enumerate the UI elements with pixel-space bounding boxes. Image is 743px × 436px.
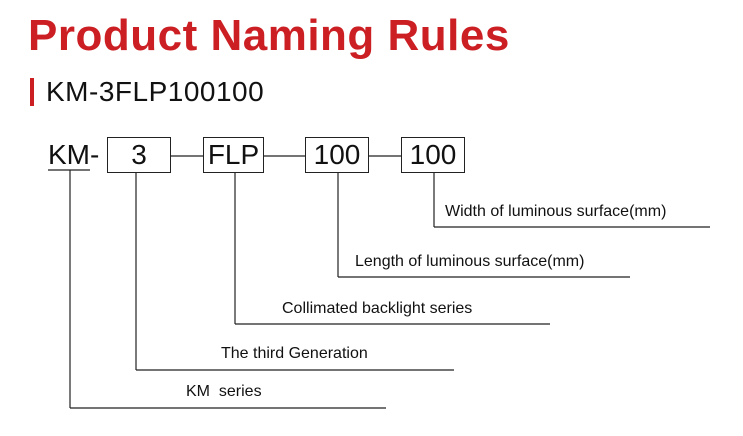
page-title: Product Naming Rules (28, 11, 510, 60)
code-segment-length: 100 (305, 137, 369, 173)
code-segment-series: FLP (203, 137, 264, 173)
label-generation: The third Generation (221, 345, 368, 362)
subtitle-accent-bar (30, 78, 34, 106)
code-segment-generation: 3 (107, 137, 171, 173)
label-width: Width of luminous surface(mm) (445, 203, 667, 220)
label-km-series: KM series (186, 383, 262, 400)
code-prefix: KM- (48, 139, 100, 170)
code-segment-width: 100 (401, 137, 465, 173)
label-length: Length of luminous surface(mm) (355, 253, 585, 270)
model-code-subtitle: KM-3FLP100100 (46, 76, 265, 107)
label-series: Collimated backlight series (282, 300, 473, 317)
